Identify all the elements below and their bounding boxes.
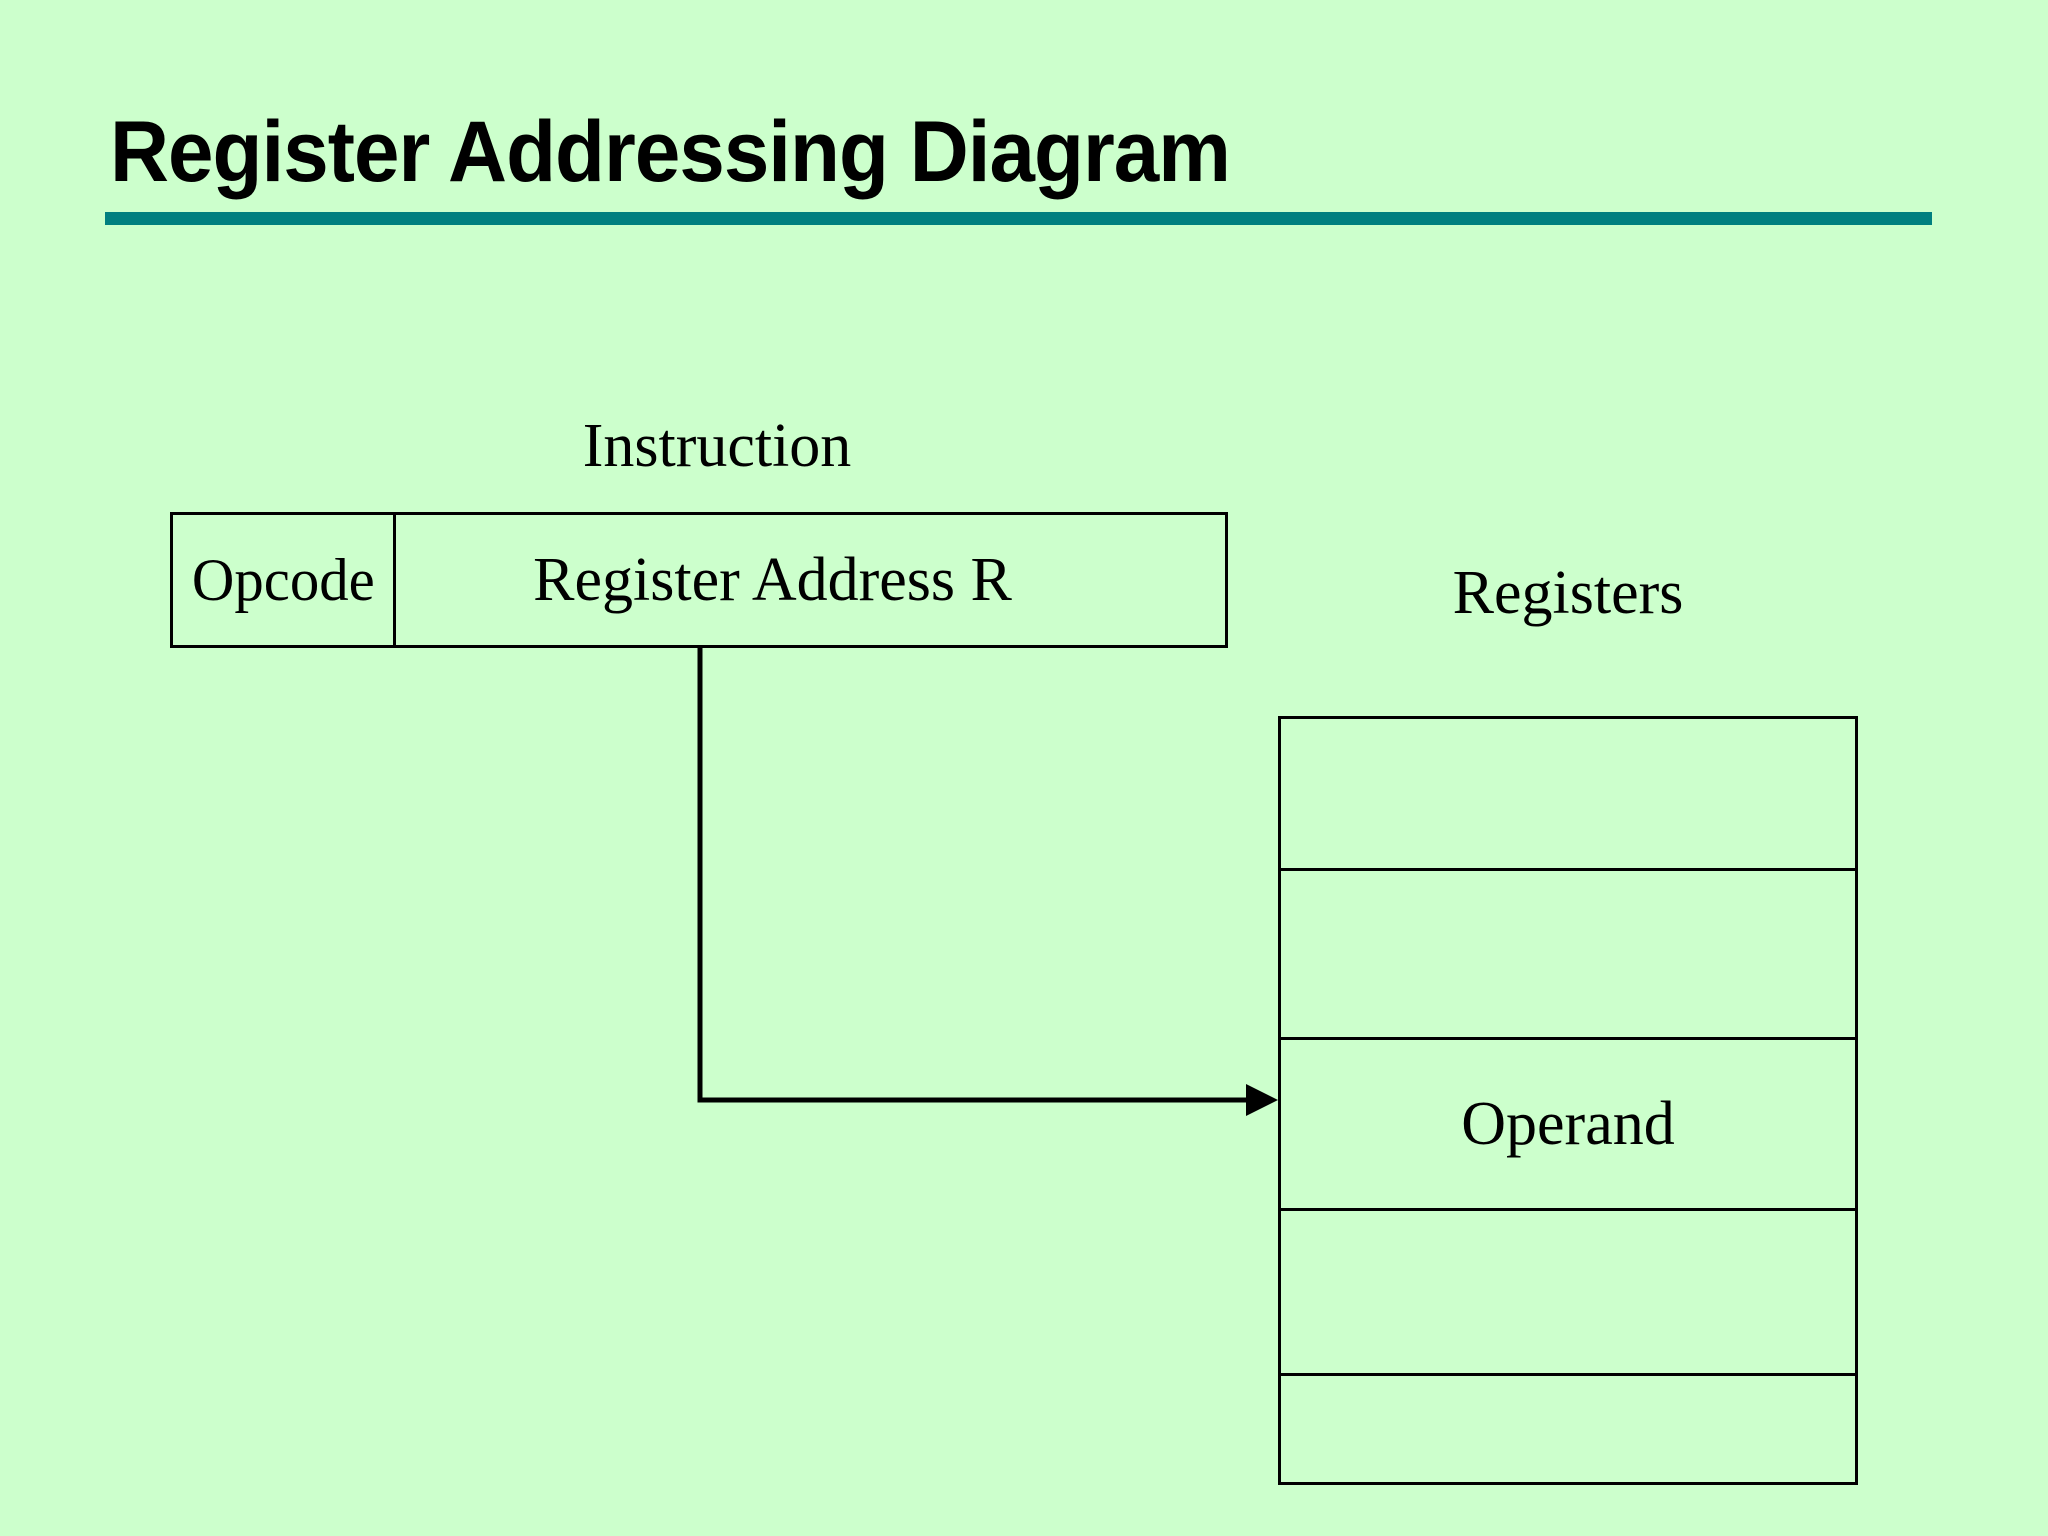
registers-label: Registers <box>1452 559 1684 627</box>
register-row <box>1281 871 1855 1040</box>
opcode-label: Opcode <box>191 547 375 613</box>
register-row <box>1281 1211 1855 1376</box>
title-underline-rule <box>105 212 1932 225</box>
instruction-label: Instruction <box>582 412 852 480</box>
instruction-field-register-address: Register Address R <box>396 515 1225 645</box>
register-address-label: Register Address R <box>533 546 1012 614</box>
instruction-box: Opcode Register Address R <box>170 512 1228 648</box>
operand-label: Operand <box>1461 1090 1675 1158</box>
registers-box: Operand <box>1278 716 1858 1485</box>
title-block: Register Addressing Diagram <box>0 0 2048 240</box>
page-title: Register Addressing Diagram <box>110 104 1231 200</box>
register-row <box>1281 1376 1855 1482</box>
connector-arrowhead-icon <box>1246 1084 1278 1116</box>
instruction-field-opcode: Opcode <box>173 515 396 645</box>
register-row <box>1281 719 1855 871</box>
register-row-operand: Operand <box>1281 1040 1855 1211</box>
connector-elbow-line <box>697 648 1252 1103</box>
